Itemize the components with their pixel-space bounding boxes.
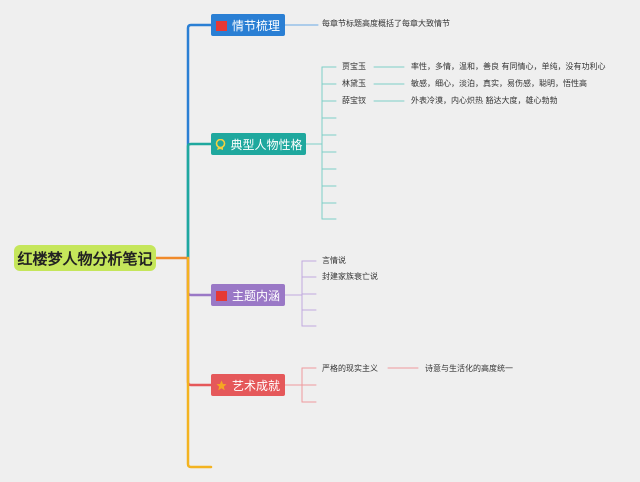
branch-characters-label: 典型人物性格 xyxy=(230,137,303,152)
branch-art[interactable]: 艺术成就 xyxy=(211,374,285,396)
theme-item: 言情说 xyxy=(322,256,346,265)
connector-plot xyxy=(186,23,213,260)
connector-characters xyxy=(186,142,213,260)
branch-plot-label: 情节梳理 xyxy=(232,18,281,33)
character-name: 贾宝玉 xyxy=(342,62,366,71)
branch-characters[interactable]: 典型人物性格 xyxy=(211,133,306,155)
branch-plot[interactable]: 情节梳理 xyxy=(211,14,285,36)
connector-extra xyxy=(186,256,213,469)
connector-art xyxy=(186,256,213,387)
theme-item: 封建家族衰亡说 xyxy=(322,272,378,281)
art-item-detail: 诗意与生活化的高度统一 xyxy=(425,364,513,373)
ribbon-badge-icon xyxy=(215,138,226,150)
red-flag-icon xyxy=(216,20,227,31)
art-item: 严格的现实主义 xyxy=(322,364,378,373)
connector-theme xyxy=(186,256,213,297)
star-icon xyxy=(216,380,227,391)
red-flag-icon xyxy=(216,290,227,301)
root-label: 红楼梦人物分析笔记 xyxy=(17,249,153,268)
character-traits: 敏感，细心，淡泊，真实，易伤感，聪明，悟性高 xyxy=(411,79,587,88)
branch-art-label: 艺术成就 xyxy=(232,378,281,393)
character-traits: 外表冷漠，内心炽热 豁达大度，雄心勃勃 xyxy=(411,96,558,105)
plot-item: 每章节标题高度概括了每章大致情节 xyxy=(322,19,450,28)
character-traits: 率性，多情，温和，善良 有同情心，单纯，没有功利心 xyxy=(411,62,606,71)
branch-theme-label: 主题内涵 xyxy=(232,288,281,303)
branch-theme[interactable]: 主题内涵 xyxy=(211,284,285,306)
character-name: 林黛玉 xyxy=(342,79,366,88)
character-name: 薛宝钗 xyxy=(342,96,366,105)
root-node[interactable]: 红楼梦人物分析笔记 xyxy=(14,245,156,271)
